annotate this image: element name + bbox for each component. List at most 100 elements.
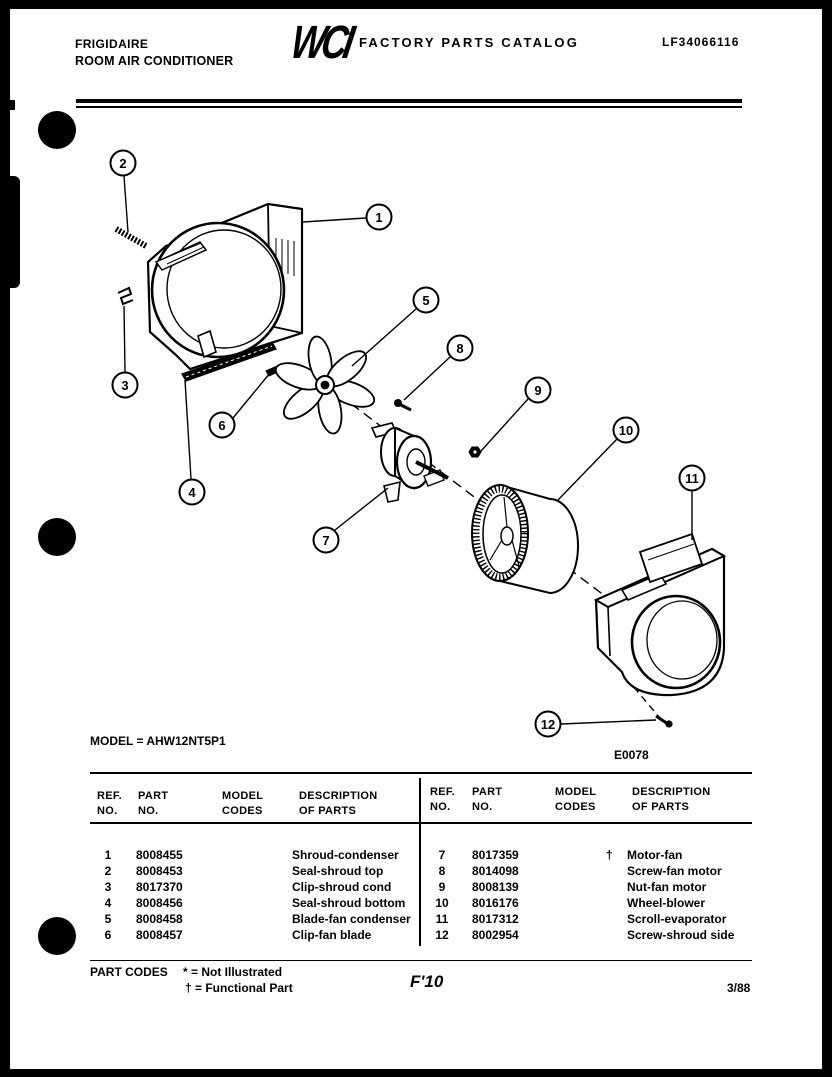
leader-line-8 [403, 356, 451, 401]
exploded-parts-diagram: 1 2 3 4 5 6 7 8 9 10 11 12 [109, 149, 727, 738]
callout-label: 12 [541, 717, 555, 732]
callout-label: 9 [534, 383, 541, 398]
leader-line-9 [480, 398, 529, 452]
callout-8: 8 [446, 334, 474, 362]
part-number: 8008458 [136, 912, 183, 926]
leader-line-5 [351, 308, 417, 367]
functional-part-legend: † = Functional Part [185, 981, 293, 995]
header-model: CODES [222, 805, 263, 817]
ref-number: 8 [438, 864, 446, 878]
ref-number: 6 [104, 928, 112, 942]
callout-3: 3 [111, 371, 139, 399]
callout-11: 11 [678, 464, 706, 492]
part-codes-label: PART CODES [90, 965, 168, 979]
leader-line-10 [557, 438, 618, 501]
part-number: 8014098 [472, 864, 519, 878]
callout-label: 2 [119, 156, 126, 171]
header-ref: NO. [430, 801, 451, 813]
leader-lines [123, 175, 693, 725]
header-rule-thin [76, 106, 742, 108]
product-name: ROOM AIR CONDITIONER [75, 54, 234, 68]
nut-fan-motor-part [468, 446, 482, 458]
ref-number: 3 [104, 880, 112, 894]
catalog-title: FACTORY PARTS CATALOG [359, 35, 580, 50]
ref-number: 11 [435, 912, 449, 926]
leader-line-7 [334, 487, 389, 531]
screw-fan-motor-part [394, 399, 412, 412]
header-ref: NO. [97, 805, 118, 817]
callout-label: 8 [456, 341, 463, 356]
table-top-rule [90, 772, 752, 774]
callout-label: 4 [188, 485, 196, 500]
part-number: 8016176 [472, 896, 519, 910]
part-number: 8017359 [472, 848, 519, 862]
ref-number: 5 [104, 912, 112, 926]
punch-hole [38, 917, 76, 955]
leader-line-12 [560, 719, 657, 725]
figure-id: E0078 [614, 748, 649, 762]
page-mark: F'10 [410, 972, 444, 991]
part-description: Wheel-blower [627, 896, 706, 910]
brand-name: FRIGIDAIRE [75, 37, 149, 51]
table-column-divider [419, 778, 421, 946]
part-description: Clip-shroud cond [292, 880, 392, 894]
ref-number: 12 [435, 928, 449, 942]
part-number: 8008457 [136, 928, 183, 942]
table-row: 6 8008457 Clip-fan blade [0, 929, 832, 945]
header-model: MODEL [222, 790, 264, 802]
table-bottom-rule [90, 960, 752, 961]
leader-line-4 [184, 379, 192, 480]
callout-label: 5 [422, 293, 429, 308]
callout-label: 10 [619, 423, 633, 438]
callout-2: 2 [109, 149, 137, 177]
callout-label: 6 [218, 418, 225, 433]
punch-hole [38, 111, 76, 149]
scan-edge-mark [0, 100, 15, 110]
screw-path-line [625, 677, 661, 719]
wheel-blower-part [471, 483, 579, 595]
callout-7: 7 [312, 526, 340, 554]
part-description: Seal-shroud top [292, 864, 384, 878]
punch-hole [38, 518, 76, 556]
header-description: DESCRIPTION [299, 790, 378, 802]
part-description: Clip-fan blade [292, 928, 372, 942]
leader-line-2 [123, 175, 129, 233]
callout-12: 12 [534, 710, 562, 738]
header-description: OF PARTS [632, 801, 690, 813]
header-ref: REF. [430, 786, 456, 798]
callout-6: 6 [208, 411, 236, 439]
callout-label: 7 [322, 533, 329, 548]
model-code: † [606, 848, 613, 862]
model-line: MODEL = AHW12NT5P1 [90, 734, 226, 748]
ref-number: 2 [104, 864, 112, 878]
ref-number: 7 [438, 848, 446, 862]
not-illustrated-legend: * = Not Illustrated [183, 965, 283, 979]
callout-4: 4 [178, 478, 206, 506]
motor-fan-part [370, 422, 449, 503]
header-description: DESCRIPTION [632, 786, 711, 798]
part-description: Blade-fan condenser [292, 912, 411, 926]
clip-shroud-part [117, 286, 134, 306]
leader-line-3 [123, 305, 126, 373]
part-description: Motor-fan [627, 848, 683, 862]
scroll-evaporator-part [593, 532, 727, 697]
screw-shroud-side-part [655, 714, 673, 728]
header-part: PART [472, 786, 503, 798]
ref-number: 1 [104, 848, 112, 862]
seal-shroud-bottom-part [181, 341, 277, 382]
callout-5: 5 [412, 286, 440, 314]
blade-fan-condenser-part [274, 335, 376, 435]
shroud-condenser-part [146, 202, 304, 371]
header-rule-thick [76, 99, 742, 103]
part-description: Seal-shroud bottom [292, 896, 406, 910]
part-number: 8008456 [136, 896, 183, 910]
seal-shroud-top-part [114, 226, 148, 249]
